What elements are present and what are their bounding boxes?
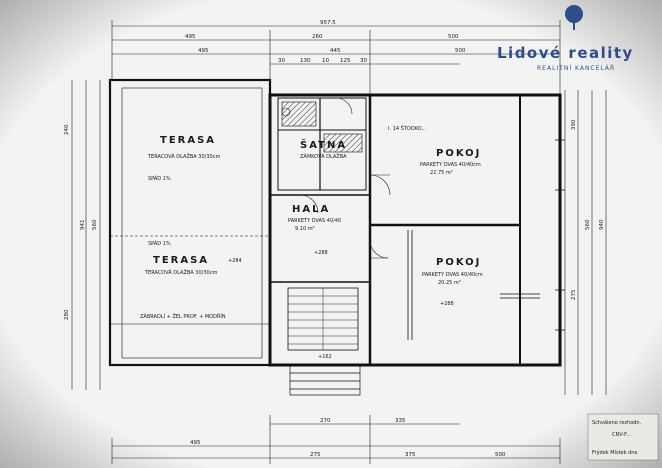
room-lower-level: +288 (440, 301, 454, 307)
stamp-line-1: Schváleno rozhodn. (592, 419, 642, 426)
hall-level: +288 (314, 250, 328, 256)
right-dimensions (564, 90, 607, 395)
dim-right-b: 275 (571, 289, 577, 300)
bath-fixture (281, 101, 317, 127)
dim-top-2b: 445 (330, 48, 341, 54)
terrace-upper-slope: SPÁD 1% (148, 175, 171, 182)
dim-top-3b: 130 (300, 58, 311, 64)
railing-note: ZÁBRADLÍ + ŽEL PROF. + MODŘÍN (140, 312, 226, 320)
stamp-line-2: CNV-F... (612, 432, 631, 438)
room-upper-floor: PARKETY DVAS 40/40cm (420, 162, 481, 168)
dim-right-c: 560 (585, 219, 591, 230)
stair-treads (288, 288, 358, 350)
logo-name: Lidové reality (497, 44, 634, 62)
hall-area: 9.10 m² (295, 226, 315, 232)
dim-bottom-2c: 375 (405, 452, 416, 458)
dim-right-a: 390 (571, 119, 577, 130)
dim-top-1b: 260 (312, 34, 323, 40)
dim-left-b: 280 (64, 309, 70, 320)
hall-floor: PARKETY DVAS 40/40 (288, 218, 341, 224)
terrace-lower-floor: TERACOVÁ DLAŽBA 30/30cm (144, 268, 217, 276)
dim-top-total: 957.5 (320, 20, 336, 26)
building-walls (268, 93, 562, 367)
toilet-symbol (281, 107, 291, 117)
terrace-lower-level: +284 (228, 258, 242, 264)
room-label-room-upper: POKOJ (436, 148, 481, 159)
dim-top-3e: 30 (360, 58, 367, 64)
dim-bottom-1b: 335 (395, 418, 406, 424)
dim-right-d: 940 (599, 219, 605, 230)
terrace-upper-floor: TERACOVÁ DLAŽBA 30/30cm (147, 152, 220, 160)
door-swings (299, 97, 391, 259)
room-lower-area: 20.25 m² (438, 280, 461, 286)
dim-top-3c: 10 (322, 58, 329, 64)
dim-bottom-2b: 275 (310, 452, 321, 458)
wardrobe-fixture (323, 133, 363, 153)
room-label-terrace-upper: TERASA (160, 135, 216, 146)
tree-trunk-icon (573, 20, 575, 30)
room-lower-floor: PARKETY DVAS 40/40cm (422, 272, 483, 278)
dim-top-2c: 500 (455, 48, 466, 54)
dim-left-c: 941 (80, 220, 86, 231)
terrace-lower-slope: SPÁD 1% (148, 240, 171, 247)
logo: Lidové reality REALITNÍ KANCELÁŘ (497, 5, 634, 72)
bottom-dimensions (111, 415, 561, 464)
ceiling-note: I. 14 ŠTOOKO... (388, 125, 427, 132)
top-dimensions (111, 20, 561, 95)
left-dimensions (71, 80, 101, 390)
dim-top-1a: 495 (185, 34, 196, 40)
dim-top-3d: 125 (340, 58, 351, 64)
wardrobe-floor: ZÁMKOVÁ DLAŽBA (300, 152, 347, 160)
entrance-steps (289, 364, 361, 396)
logo-tagline: REALITNÍ KANCELÁŘ (537, 64, 615, 72)
approval-stamp: Schváleno rozhodn. CNV-F... Frýdek Míste… (587, 413, 659, 461)
dim-top-2a: 495 (198, 48, 209, 54)
room-label-terrace-lower: TERASA (153, 255, 209, 266)
stair-level: +162 (318, 354, 332, 360)
tree-icon (565, 5, 583, 23)
dim-left-d: 560 (92, 219, 98, 230)
dim-bottom-2d: 500 (495, 452, 506, 458)
room-upper-area: 22.75 m² (430, 170, 453, 176)
dim-top-3a: 30 (278, 58, 285, 64)
stamp-line-3: Frýdek Místek dne (592, 449, 638, 456)
room-label-hall: HALA (292, 204, 330, 215)
room-label-wardrobe: ŠATNA (300, 138, 347, 151)
dim-left-a: 240 (64, 124, 70, 135)
dim-top-1c: 500 (448, 34, 459, 40)
window-marks (407, 139, 565, 340)
room-label-room-lower: POKOJ (436, 257, 481, 268)
dim-bottom-1a: 270 (320, 418, 331, 424)
dim-bottom-2a: 495 (190, 440, 201, 446)
